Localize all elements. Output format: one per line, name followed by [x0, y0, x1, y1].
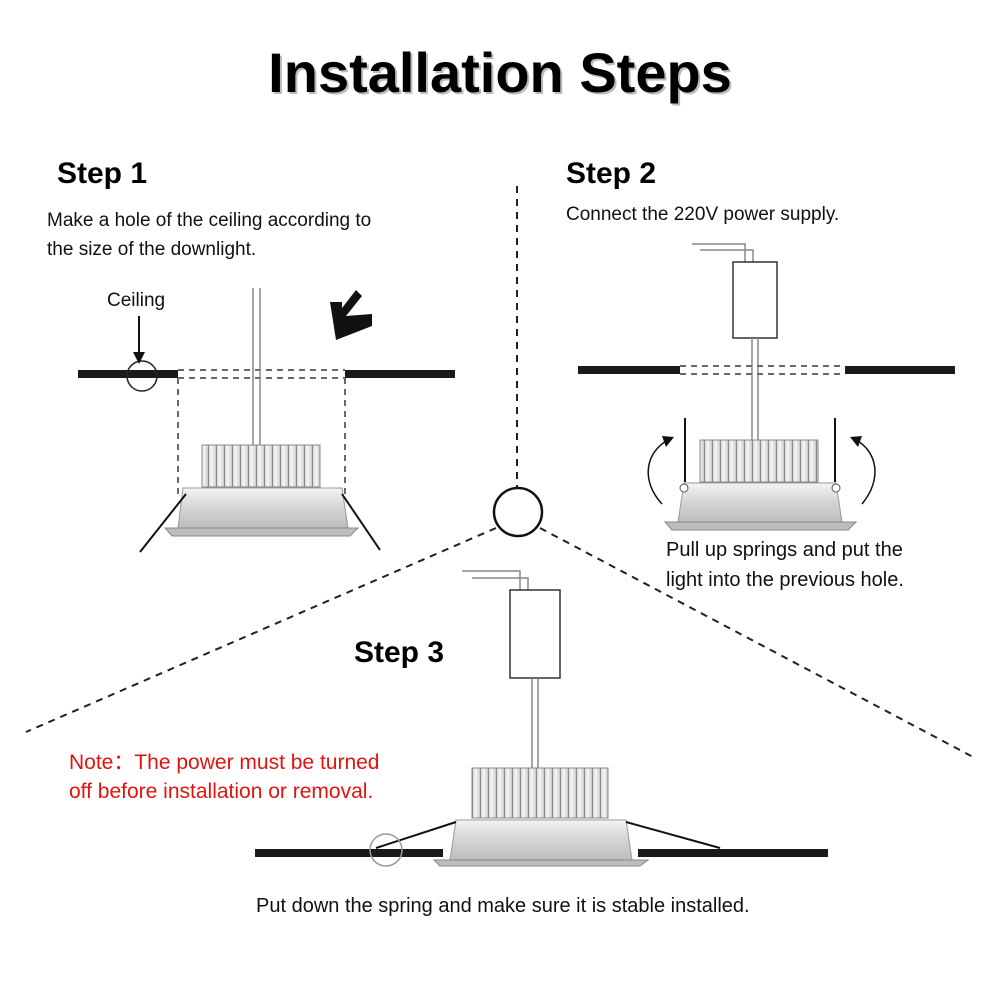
- step3-spring-left: [375, 821, 457, 849]
- step2-rotate-arrow-right-icon: [855, 439, 876, 505]
- step2-ceiling-left: [578, 366, 680, 374]
- step2-caption-line2: light into the previous hole.: [666, 569, 904, 591]
- step3-heading: Step 3: [354, 636, 445, 669]
- step1-heading: Step 1: [57, 157, 148, 190]
- step1-light-body: [177, 487, 349, 529]
- step3-light-body: [449, 819, 633, 861]
- step3-spring-right: [625, 821, 721, 849]
- step2-drawing: [578, 243, 955, 531]
- warning-note-line2: off before installation or removal.: [69, 780, 374, 803]
- step2-description: Connect the 220V power supply.: [566, 204, 840, 225]
- step1-ceiling-callout-circle: [126, 360, 158, 392]
- step1-direction-arrow-icon: [330, 290, 372, 340]
- step2-rotate-arrow-left-icon: [647, 439, 669, 505]
- step2-light-body: [677, 482, 843, 523]
- step1-ceiling-right: [345, 370, 455, 378]
- section-dividers: [25, 186, 976, 759]
- center-junction-circle: [492, 486, 544, 538]
- step2-ceiling-right: [845, 366, 955, 374]
- step3-light-heatsink: [471, 767, 609, 819]
- step1-description: Make a hole of the ceiling according to …: [47, 206, 371, 264]
- step1-description-line1: Make a hole of the ceiling according to: [47, 210, 372, 231]
- step3-spring-callout-circle: [369, 833, 403, 867]
- warning-note: Note：The power must be turned off before…: [69, 748, 380, 806]
- step3-description: Put down the spring and make sure it is …: [256, 895, 750, 917]
- step2-caption: Pull up springs and put the light into t…: [666, 535, 904, 595]
- step2-heading: Step 2: [566, 157, 657, 190]
- step1-drawing: [78, 288, 455, 553]
- step3-driver-box: [509, 589, 561, 679]
- step3-ceiling-right: [638, 849, 828, 857]
- step1-ceiling-label: Ceiling: [107, 290, 166, 311]
- step1-description-line2: the size of the downlight.: [47, 239, 257, 260]
- step2-caption-line1: Pull up springs and put the: [666, 539, 903, 561]
- step2-driver-box: [732, 261, 778, 339]
- page-title: Installation Steps: [268, 41, 732, 104]
- step3-ceiling-left: [255, 849, 443, 857]
- step1-ceiling-left: [78, 370, 178, 378]
- step3-drawing: [255, 570, 828, 867]
- step1-light-heatsink: [201, 444, 321, 488]
- warning-note-line1: Note：The power must be turned: [69, 751, 380, 774]
- step1-spring-right: [341, 493, 381, 551]
- step1-spring-left: [139, 493, 187, 553]
- step1-ceiling-arrowhead-icon: [133, 352, 145, 364]
- step2-light-heatsink: [699, 439, 819, 483]
